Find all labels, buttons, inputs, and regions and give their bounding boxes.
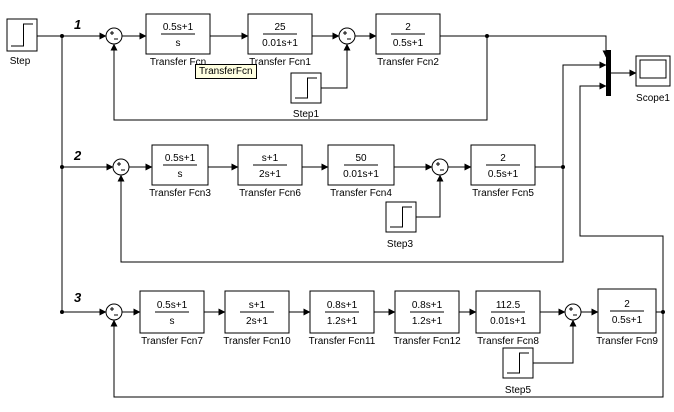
tf-numerator: 25 bbox=[274, 22, 286, 33]
step-label: Step bbox=[10, 56, 31, 67]
sum-circle bbox=[112, 158, 130, 176]
signal-line bbox=[579, 82, 664, 312]
step-icon bbox=[507, 352, 529, 374]
sum-junction[interactable] bbox=[112, 158, 130, 176]
tf-numerator: 0.5s+1 bbox=[165, 153, 196, 164]
tf-denominator: 2s+1 bbox=[259, 169, 281, 180]
row-label: 2 bbox=[73, 148, 82, 163]
tf-numerator: 0.8s+1 bbox=[412, 300, 443, 311]
signal-line bbox=[321, 43, 351, 89]
tf-numerator: 0.5s+1 bbox=[163, 22, 194, 33]
step-icon bbox=[11, 23, 33, 47]
scope-block[interactable]: Scope1 bbox=[635, 55, 671, 104]
tf-denominator: s bbox=[170, 316, 175, 327]
step-block[interactable]: Step3 bbox=[385, 201, 417, 250]
sum-junction[interactable] bbox=[105, 27, 123, 45]
tf-numerator: 2 bbox=[500, 153, 506, 164]
tf-label: Transfer Fcn2 bbox=[377, 57, 439, 68]
tf-denominator: 0.01s+1 bbox=[343, 169, 379, 180]
tf-label: Transfer Fcn7 bbox=[141, 336, 203, 347]
step-label: Step1 bbox=[293, 109, 320, 120]
tf-numerator: 0.5s+1 bbox=[157, 300, 188, 311]
tf-numerator: 112.5 bbox=[496, 300, 521, 311]
tf-denominator: 2s+1 bbox=[246, 316, 268, 327]
tf-denominator: 0.5s+1 bbox=[393, 38, 424, 49]
scope-label: Scope1 bbox=[636, 93, 670, 104]
sum-junction[interactable] bbox=[431, 158, 449, 176]
tf-label: Transfer Fcn12 bbox=[393, 336, 461, 347]
signal-line bbox=[562, 61, 607, 167]
signal-line bbox=[416, 174, 444, 218]
tf-numerator: s+1 bbox=[249, 300, 266, 311]
tf-label: Transfer Fcn6 bbox=[239, 188, 301, 199]
sum-junction[interactable] bbox=[564, 303, 582, 321]
step-icon bbox=[295, 77, 317, 99]
signal-line bbox=[440, 35, 610, 58]
tooltip: TransferFcn bbox=[195, 64, 257, 79]
row-label: 1 bbox=[74, 17, 81, 32]
tf-label: Transfer Fcn9 bbox=[596, 336, 658, 347]
tf-label: Transfer Fcn bbox=[150, 57, 206, 68]
step-icon bbox=[390, 206, 412, 228]
tf-label: Transfer Fcn1 bbox=[249, 57, 311, 68]
tf-label: Transfer Fcn11 bbox=[309, 336, 376, 347]
tf-numerator: s+1 bbox=[262, 153, 279, 164]
tf-label: Transfer Fcn10 bbox=[223, 336, 291, 347]
step-label: Step5 bbox=[505, 385, 532, 396]
tf-numerator: 2 bbox=[624, 299, 630, 310]
tf-denominator: s bbox=[176, 38, 181, 49]
sum-junction[interactable] bbox=[338, 27, 356, 45]
signal-line bbox=[110, 36, 488, 121]
tf-denominator: 1.2s+1 bbox=[327, 316, 358, 327]
mux-block[interactable] bbox=[606, 50, 611, 96]
sum-junction[interactable] bbox=[105, 303, 123, 321]
signal-line bbox=[117, 167, 564, 263]
tf-label: Transfer Fcn5 bbox=[472, 188, 534, 199]
sum-circle bbox=[431, 158, 449, 176]
sum-circle bbox=[338, 27, 356, 45]
step-label: Step3 bbox=[387, 239, 414, 250]
tf-numerator: 50 bbox=[355, 153, 367, 164]
tf-numerator: 2 bbox=[405, 22, 411, 33]
signal-line bbox=[533, 319, 577, 364]
row-label: 3 bbox=[74, 290, 82, 305]
sum-circle bbox=[105, 27, 123, 45]
tf-numerator: 0.8s+1 bbox=[327, 300, 358, 311]
sum-circle bbox=[105, 303, 123, 321]
tf-denominator: 0.5s+1 bbox=[612, 315, 643, 326]
sum-circle bbox=[564, 303, 582, 321]
tf-label: Transfer Fcn3 bbox=[149, 188, 211, 199]
tf-denominator: 0.01s+1 bbox=[262, 38, 298, 49]
scope-icon bbox=[639, 59, 667, 79]
tf-denominator: 1.2s+1 bbox=[412, 316, 443, 327]
step-block[interactable]: Step bbox=[6, 18, 38, 67]
tf-label: Transfer Fcn8 bbox=[477, 336, 539, 347]
signal-line bbox=[110, 312, 664, 398]
tf-label: Transfer Fcn4 bbox=[330, 188, 392, 199]
step-block[interactable]: Step5 bbox=[502, 347, 534, 396]
step-block[interactable]: Step1 bbox=[290, 72, 322, 120]
tf-denominator: 0.01s+1 bbox=[490, 316, 526, 327]
tf-denominator: 0.5s+1 bbox=[488, 169, 519, 180]
tf-denominator: s bbox=[178, 169, 183, 180]
